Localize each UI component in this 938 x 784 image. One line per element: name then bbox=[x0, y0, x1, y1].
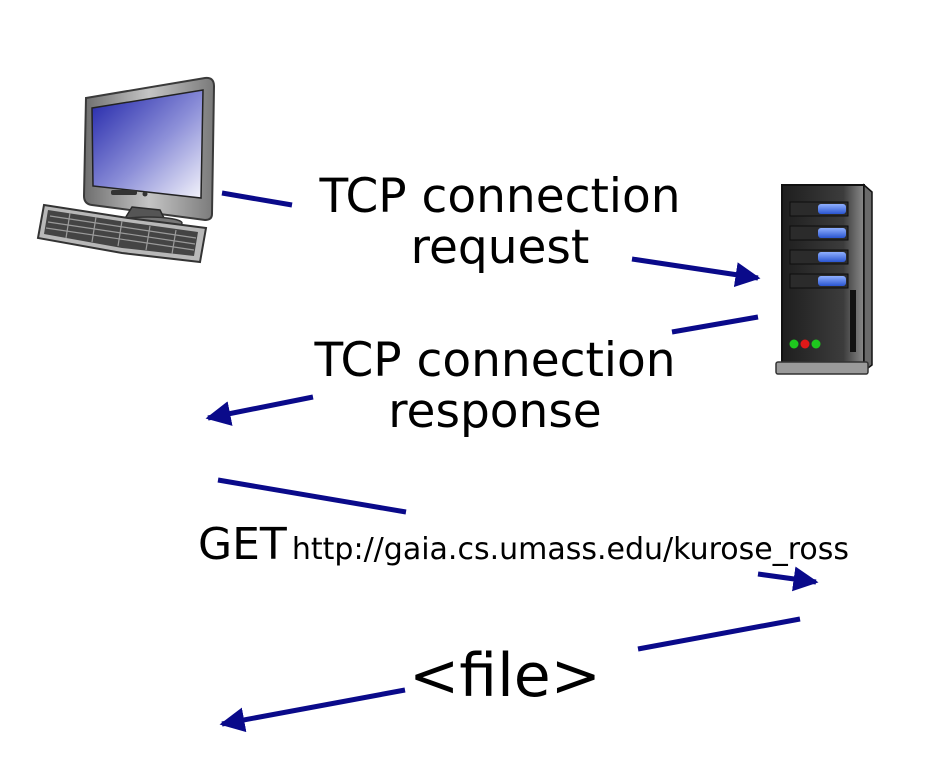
server-tower-icon bbox=[775, 183, 873, 375]
response-arrow-segment-1 bbox=[671, 314, 759, 335]
tcp-request-line2: request bbox=[410, 219, 590, 275]
tcp-request-label: TCP connection request bbox=[300, 169, 700, 275]
response-arrow-segment-2 bbox=[205, 394, 314, 426]
get-arrow-segment-2 bbox=[757, 566, 819, 592]
http-get-verb: GET bbox=[198, 519, 287, 570]
tcp-response-label: TCP connection response bbox=[290, 333, 700, 439]
request-arrow-segment-1 bbox=[221, 190, 293, 208]
http-get-label: GET http://gaia.cs.umass.edu/kurose_ross bbox=[198, 521, 888, 569]
server-led-red bbox=[800, 339, 810, 349]
get-arrow-segment-1 bbox=[217, 477, 407, 515]
http-get-url: http://gaia.cs.umass.edu/kurose_ross bbox=[291, 532, 850, 567]
server-drive-bays bbox=[789, 201, 849, 289]
request-arrow-segment-2 bbox=[631, 256, 761, 288]
file-arrow-segment-2 bbox=[219, 687, 406, 733]
file-label: <file> bbox=[409, 641, 601, 711]
file-arrow-segment-1 bbox=[637, 616, 801, 652]
server-led-green bbox=[789, 339, 799, 349]
desktop-computer-icon bbox=[36, 76, 216, 264]
tcp-response-line1: TCP connection bbox=[314, 333, 676, 388]
tcp-request-line1: TCP connection bbox=[319, 169, 681, 224]
server-led-green-2 bbox=[811, 339, 821, 349]
tcp-response-line2: response bbox=[388, 383, 602, 439]
